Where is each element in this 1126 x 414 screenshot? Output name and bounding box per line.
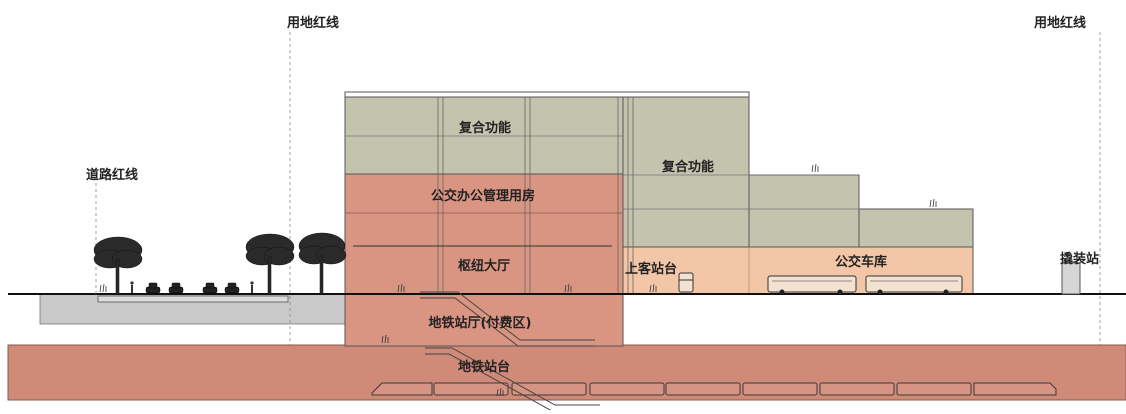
tree-icon [93, 236, 143, 295]
hub-hall-label: 枢纽大厅 [457, 259, 511, 274]
layover-station-kiosk [1061, 262, 1081, 295]
roof-parapet [344, 91, 750, 98]
metro-concourse-label: 地铁站厅(付费区) [428, 316, 532, 331]
tree-icon [245, 233, 295, 295]
car-icon [145, 282, 240, 294]
bus-office-block [344, 173, 624, 347]
train-icon [371, 382, 1057, 396]
building-columns [437, 97, 634, 294]
layover-station-label: 撬装站 [1060, 252, 1100, 267]
mixed-use-upper-label: 复合功能 [458, 121, 512, 136]
grass-icon [99, 163, 937, 397]
bus-depot-label: 公交车库 [834, 255, 888, 270]
mixed-use-lower-block [622, 96, 750, 248]
bus-office-label: 公交办公管理用房 [430, 189, 536, 204]
red-line-markers [95, 32, 1101, 345]
mixed-use-lower-label: 复合功能 [661, 160, 715, 175]
land-red-line-right-label: 用地红线 [1034, 16, 1087, 31]
person-icon [130, 281, 254, 293]
road-red-line-label: 道路红线 [86, 168, 139, 183]
road-slab [97, 295, 289, 303]
metro-platform-label: 地铁站台 [457, 360, 511, 375]
bus-icon [767, 275, 963, 293]
boarding-platform-label: 上客站台 [625, 262, 678, 277]
tree-icon [298, 232, 347, 295]
land-red-line-left-label: 用地红线 [287, 16, 340, 31]
bus-icon [678, 272, 694, 293]
